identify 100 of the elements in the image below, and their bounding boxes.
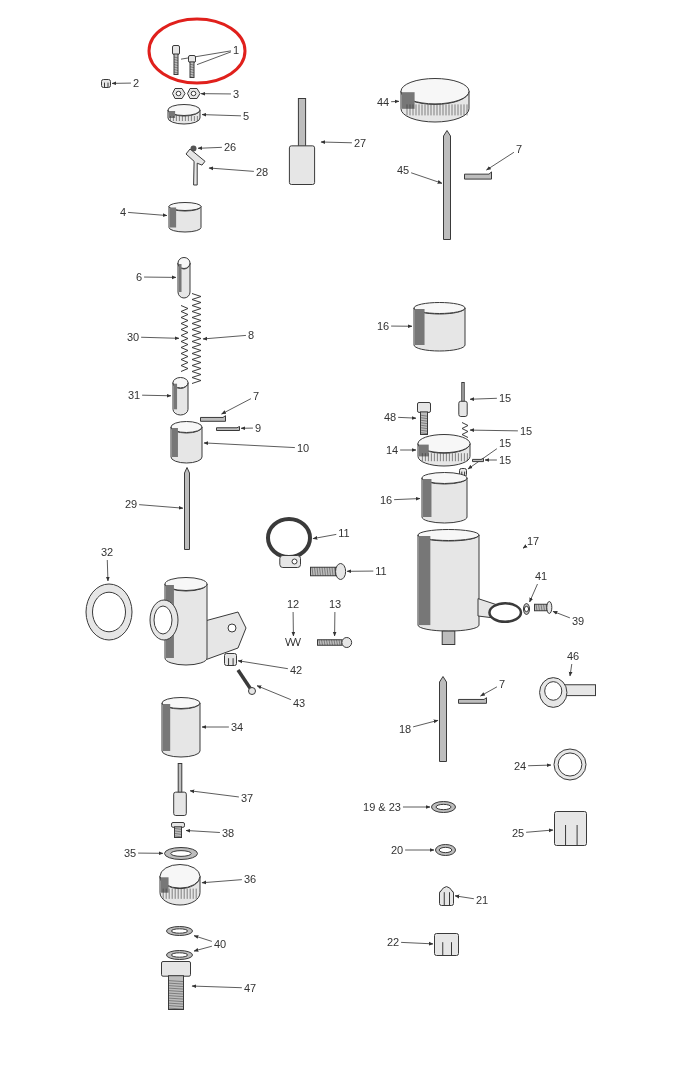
pin-drawing bbox=[472, 458, 484, 462]
callout-number: 39 bbox=[571, 615, 585, 627]
callout-number: 6 bbox=[135, 271, 143, 283]
callout-number: 5 bbox=[242, 110, 250, 122]
cylinder-drawing bbox=[172, 377, 189, 415]
cylinder-drawing bbox=[421, 472, 468, 523]
cylinder-drawing bbox=[161, 697, 201, 757]
callout-number: 15 bbox=[519, 425, 533, 437]
callout-number: 37 bbox=[240, 792, 254, 804]
callout-number: 16 bbox=[376, 320, 390, 332]
cap-drawing bbox=[400, 78, 470, 122]
leader-line bbox=[196, 51, 232, 66]
washer-drawing bbox=[523, 603, 530, 615]
pin-drawing bbox=[458, 697, 487, 704]
callout-number: 38 bbox=[221, 827, 235, 839]
callout-number: 17 bbox=[526, 535, 540, 547]
washer-drawing bbox=[164, 847, 198, 860]
callout-number: 29 bbox=[124, 498, 138, 510]
callout-number: 13 bbox=[328, 598, 342, 610]
screw-drawing bbox=[317, 637, 352, 648]
callout-number: 25 bbox=[511, 827, 525, 839]
callout-number: 20 bbox=[390, 844, 404, 856]
callout-number: 7 bbox=[498, 678, 506, 690]
callout-number: 47 bbox=[243, 982, 257, 994]
callout-number: 15 bbox=[498, 437, 512, 449]
callout-number: 11 bbox=[375, 565, 387, 577]
callout-number: 32 bbox=[100, 546, 114, 558]
leader-line bbox=[180, 50, 232, 60]
callout-number: 4 bbox=[119, 206, 127, 218]
plunger-drawing bbox=[457, 382, 469, 417]
callout-number: 7 bbox=[252, 390, 260, 402]
callout-number: 31 bbox=[127, 389, 141, 401]
screw-drawing bbox=[417, 402, 431, 435]
screw-drawing bbox=[235, 667, 256, 695]
plunger-drawing bbox=[171, 763, 189, 816]
callout-number: 12 bbox=[286, 598, 300, 610]
washer-drawing bbox=[431, 801, 456, 813]
nut-drawing bbox=[434, 933, 459, 956]
clamp-drawing bbox=[266, 518, 312, 568]
callout-number: 40 bbox=[213, 938, 227, 950]
callout-number: 27 bbox=[353, 137, 367, 149]
callout-number: 14 bbox=[385, 444, 399, 456]
callout-number: 30 bbox=[126, 331, 140, 343]
callout-number: 18 bbox=[398, 723, 412, 735]
cylinder-drawing bbox=[413, 302, 466, 351]
callout-number: 45 bbox=[396, 164, 410, 176]
nut-drawing bbox=[101, 79, 111, 88]
spring-drawing bbox=[461, 422, 469, 438]
callout-number: 10 bbox=[296, 442, 310, 454]
callout-number: 44 bbox=[376, 96, 390, 108]
cap-drawing bbox=[167, 104, 201, 124]
nut-drawing bbox=[554, 811, 587, 846]
callout-number: 43 bbox=[292, 697, 306, 709]
banjo-fitting-drawing bbox=[539, 677, 596, 708]
screw-drawing bbox=[171, 822, 185, 838]
washer-drawing bbox=[166, 926, 193, 936]
callout-number: 11 bbox=[338, 527, 350, 539]
screw-drawing bbox=[172, 45, 180, 75]
callout-number: 28 bbox=[255, 166, 269, 178]
float-chamber-drawing bbox=[417, 529, 522, 645]
callout-number: 15 bbox=[498, 454, 512, 466]
callout-number: 15 bbox=[498, 392, 512, 404]
callout-number: 3 bbox=[232, 88, 240, 100]
screw-drawing bbox=[161, 961, 191, 1010]
pin-drawing bbox=[464, 171, 492, 180]
callout-number: 7 bbox=[515, 143, 523, 155]
callout-number: 26 bbox=[223, 141, 237, 153]
washer-drawing bbox=[435, 844, 456, 856]
callout-number: 34 bbox=[230, 721, 244, 733]
callout-number: 16 bbox=[379, 494, 393, 506]
needle-drawing bbox=[439, 676, 447, 762]
spring-drawing bbox=[285, 637, 302, 647]
callout-number: 9 bbox=[254, 422, 262, 434]
needle-drawing bbox=[184, 467, 190, 550]
leader-arrow bbox=[522, 544, 528, 549]
cylinder-drawing bbox=[168, 202, 202, 232]
screw-drawing bbox=[188, 55, 196, 78]
nuts-drawing bbox=[172, 88, 200, 99]
screw-drawing bbox=[310, 563, 346, 580]
ring-drawing bbox=[84, 582, 134, 642]
callout-number: 46 bbox=[566, 650, 580, 662]
screw-drawing bbox=[534, 601, 552, 614]
callout-number: 42 bbox=[289, 664, 303, 676]
pin-drawing bbox=[200, 415, 226, 422]
callout-number: 19 & 23 bbox=[363, 801, 401, 813]
callout-number: 41 bbox=[534, 570, 548, 582]
ring-drawing bbox=[552, 747, 588, 782]
cap-drawing bbox=[417, 434, 471, 466]
callout-number: 35 bbox=[123, 847, 137, 859]
cylinder-drawing bbox=[177, 257, 191, 298]
callout-number: 2 bbox=[132, 77, 140, 89]
callout-number: 24 bbox=[513, 760, 527, 772]
bracket-drawing bbox=[184, 148, 208, 186]
cylinder-drawing bbox=[170, 421, 203, 463]
plug-drawing bbox=[439, 883, 454, 906]
callout-number: 22 bbox=[386, 936, 400, 948]
cap-drawing bbox=[159, 864, 201, 905]
callout-number: 48 bbox=[383, 411, 397, 423]
callout-number: 1 bbox=[232, 44, 240, 56]
callout-number: 36 bbox=[243, 873, 257, 885]
